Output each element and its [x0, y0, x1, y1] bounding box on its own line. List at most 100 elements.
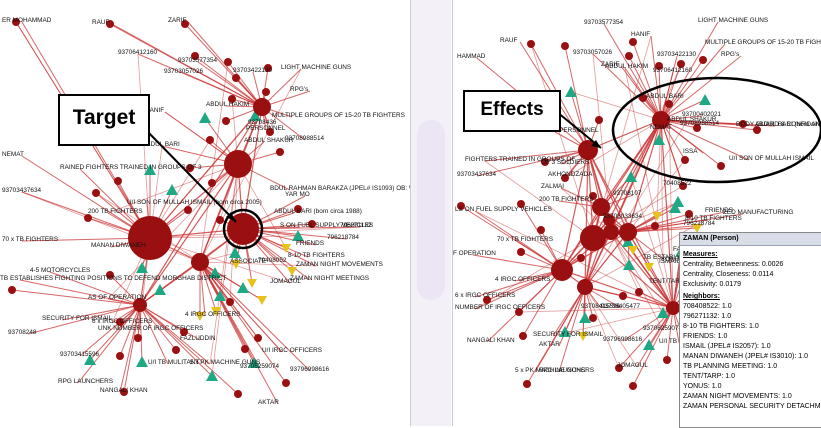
node-label: 93708415596 — [581, 303, 621, 310]
network-edge — [474, 237, 594, 310]
network-edge — [587, 149, 629, 233]
network-edge — [660, 55, 742, 121]
node-label: 796218784 — [683, 220, 715, 227]
node-label: BDUL RAHMAN BARAKZA (JPEL# IS1093) OB: W… — [270, 185, 410, 192]
network-edge — [584, 286, 674, 309]
network-edge — [660, 43, 726, 121]
node-label: NUMBER OF IRGC OFFICERS — [455, 304, 545, 311]
location-node — [623, 259, 635, 270]
node-label: 4-5 MOTORCYCLES — [30, 267, 90, 274]
event-node — [281, 244, 291, 253]
network-edge — [183, 72, 263, 108]
person-node — [753, 126, 761, 134]
person-node — [191, 52, 199, 60]
hub-node — [551, 259, 573, 281]
network-edge — [561, 149, 589, 271]
person-node — [254, 334, 262, 342]
person-node — [232, 74, 240, 82]
network-edge — [584, 219, 706, 288]
node-label: MULTIPLE GROUPS OF 15-20 TB FIGHTERS — [705, 39, 821, 46]
node-label: 6 x IRGC OFFICERS — [92, 318, 152, 325]
node-label: NANGALI KHAN — [100, 387, 148, 394]
location-node — [144, 164, 156, 175]
node-label: OF 3 SOLDIERS — [541, 159, 589, 166]
network-edge — [627, 119, 662, 233]
node-label: SECURITY FOR ISMAIL — [42, 315, 113, 322]
network-edge — [119, 304, 141, 357]
hub-node — [603, 224, 619, 240]
person-node — [228, 95, 236, 103]
node-label: 70408052 — [258, 257, 287, 264]
node-label: ASSOCIATE — [230, 258, 266, 265]
network-edge — [561, 119, 662, 271]
network-edge — [552, 307, 674, 337]
node-label: LS ON FUEL SUPPLY VEHICLES — [455, 206, 552, 213]
node-label: RAUF — [92, 19, 109, 26]
neighbor-row: ZAMAN NIGHT MOVEMENTS: 1.0 — [683, 393, 792, 400]
node-label: U/I SON OF MULLAH ISMAIL (born circa 200… — [127, 199, 262, 206]
person-node — [208, 179, 216, 187]
neighbor-row: 796271132: 1.0 — [683, 313, 732, 320]
node-label: FAZLUDDIN — [180, 335, 216, 342]
network-edge — [109, 274, 141, 306]
node-label: MANAN DIWANEH — [91, 242, 146, 249]
effects-callout: Effects — [463, 90, 561, 132]
hub-node — [592, 198, 610, 216]
node-label: 70408522 — [663, 180, 692, 187]
hub-node — [128, 216, 172, 260]
person-node — [663, 356, 671, 364]
network-edge — [660, 119, 684, 186]
location-node — [248, 357, 260, 368]
person-node — [294, 205, 302, 213]
person-node — [561, 174, 569, 182]
person-node — [276, 148, 284, 156]
person-node — [625, 52, 633, 60]
network-edge — [237, 163, 287, 249]
person-node — [517, 248, 525, 256]
person-node — [541, 158, 549, 166]
node-label: ABDUL BARI — [646, 93, 684, 100]
network-edge — [570, 91, 662, 121]
event-node — [231, 260, 241, 269]
hub-node — [580, 225, 606, 251]
node-label: 5 x PK MACHINE GUNS — [515, 367, 585, 374]
neighbor-row: 708408522: 1.0 — [683, 303, 732, 310]
node-label: 93703057026 — [573, 49, 613, 56]
node-label: ZED MANUFACTURING — [723, 209, 793, 216]
node-label: 93703057026 — [164, 68, 204, 75]
network-edge — [194, 55, 263, 108]
node-label: RPG LAUNCHERS — [539, 367, 594, 374]
person-node — [665, 100, 673, 108]
hub-node — [191, 253, 209, 271]
location-node — [622, 236, 634, 247]
network-edge — [474, 269, 563, 298]
node-label: HANIF — [145, 107, 164, 114]
network-edge — [21, 155, 151, 239]
node-label: 93703422130 — [657, 51, 697, 58]
event-node — [287, 267, 297, 276]
person-node — [693, 124, 701, 132]
node-label: AKTAR — [258, 399, 279, 406]
node-label: 93706259074 — [240, 363, 280, 370]
node-label: 93708248 — [8, 329, 37, 336]
person-node — [106, 271, 114, 279]
person-node — [629, 382, 637, 390]
node-label: ZAMAN NIGHT MOVEMENTS — [296, 261, 383, 268]
network-edge — [139, 304, 213, 377]
person-node — [84, 214, 92, 222]
node-label: TB ESTABLISH — [643, 254, 688, 261]
network-edge — [627, 224, 704, 233]
node-label: 93703033634 — [603, 213, 643, 220]
node-label: RPG's — [721, 51, 739, 58]
person-node — [589, 192, 597, 200]
network-edge — [558, 286, 586, 373]
node-label: 93706412160 — [653, 67, 693, 74]
location-node — [237, 282, 249, 293]
person-node — [308, 220, 316, 228]
network-edge — [564, 119, 662, 179]
network-edge — [139, 304, 169, 365]
hub-node — [133, 298, 147, 312]
info-panel-title: ZAMAN (Person) — [680, 233, 821, 246]
network-edge — [199, 261, 279, 405]
